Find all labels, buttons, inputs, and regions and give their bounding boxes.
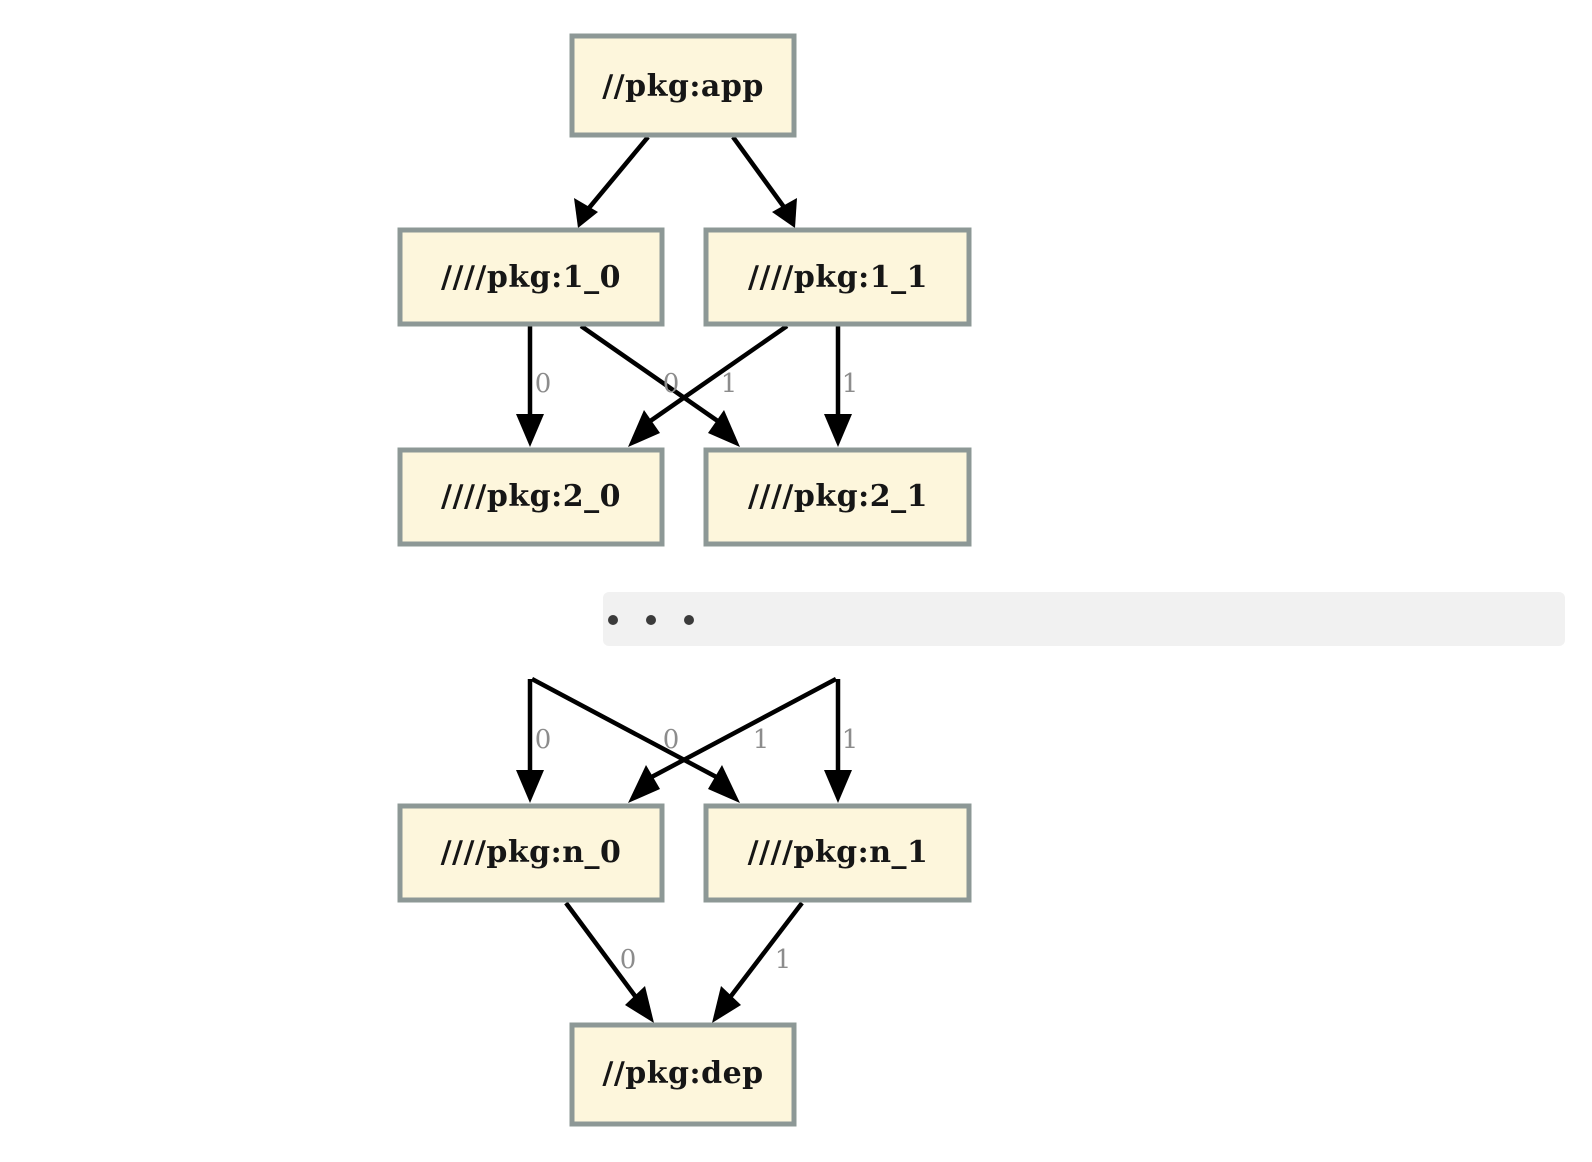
arrowhead-icon	[712, 986, 741, 1023]
edge-n_1-to-dep: 1	[712, 901, 804, 1023]
node-dep[interactable]: //pkg:dep	[569, 1022, 797, 1127]
ellipsis-separator	[603, 592, 1565, 646]
edge-1_0-to-2_1: 0	[579, 324, 740, 447]
edge-1_0-to-2_0: 0	[516, 326, 551, 447]
edge-label-0c: 0	[535, 725, 552, 755]
arrowhead-icon	[824, 414, 852, 447]
edge-line	[726, 901, 804, 1002]
node-pkg-n_0[interactable]: ////pkg:n_0	[397, 803, 665, 903]
arrowhead-icon	[772, 198, 797, 228]
node-label: ////pkg:1_0	[441, 260, 621, 295]
ellipsis-band	[603, 592, 1565, 646]
node-pkg-n_1[interactable]: ////pkg:n_1	[703, 803, 972, 903]
edge-label-1e: 1	[775, 945, 792, 975]
node-box[interactable]	[569, 1022, 797, 1127]
edge-1_1-to-2_0: 1	[628, 324, 789, 447]
node-box[interactable]	[397, 447, 665, 547]
node-box[interactable]	[397, 227, 665, 327]
arrowhead-icon	[708, 765, 740, 803]
edge-line	[582, 135, 650, 216]
edge-line	[579, 324, 724, 426]
edge-app-to-1_1	[731, 135, 797, 228]
edge-label-1c: 1	[753, 725, 770, 755]
node-label: ////pkg:2_0	[441, 479, 621, 514]
node-label: //pkg:dep	[602, 1056, 763, 1091]
node-label: ////pkg:n_0	[441, 835, 622, 870]
node-label: ////pkg:2_1	[748, 479, 928, 514]
arrowhead-icon	[824, 770, 852, 803]
node-pkg-2_1[interactable]: ////pkg:2_1	[703, 447, 972, 547]
edge-line	[564, 901, 640, 1002]
arrowhead-icon	[574, 198, 598, 228]
node-box[interactable]	[703, 803, 972, 903]
edge-line	[644, 324, 789, 426]
edge-label-1a: 1	[721, 369, 738, 399]
edge-label-0e: 0	[620, 945, 637, 975]
edge-hidden-to-n_1-straight: 1	[824, 679, 858, 803]
edge-line	[530, 677, 724, 782]
node-app[interactable]: //pkg:app	[569, 33, 797, 138]
edge-label-0a: 0	[535, 369, 552, 399]
edge-n_0-to-dep: 0	[564, 901, 654, 1023]
arrowhead-icon	[628, 765, 660, 803]
arrowhead-icon	[516, 414, 544, 447]
edge-label-0b: 0	[663, 369, 680, 399]
node-box[interactable]	[703, 227, 972, 327]
arrowhead-icon	[625, 986, 654, 1023]
ellipsis-dot-2	[646, 615, 656, 625]
node-box[interactable]	[397, 803, 665, 903]
edge-label-0d: 0	[663, 725, 680, 755]
edge-label-1d: 1	[842, 725, 859, 755]
node-box[interactable]	[569, 33, 797, 138]
node-label: //pkg:app	[602, 69, 764, 104]
node-pkg-1_0[interactable]: ////pkg:1_0	[397, 227, 665, 327]
edge-1_1-to-2_1: 1	[824, 326, 858, 447]
edge-app-to-1_0	[574, 135, 650, 228]
node-box[interactable]	[703, 447, 972, 547]
edge-line	[644, 677, 838, 782]
edge-hidden-to-n_1-cross: 0	[530, 677, 740, 803]
arrowhead-icon	[708, 410, 740, 447]
ellipsis-dot-3	[684, 615, 694, 625]
edge-label-1b: 1	[842, 369, 859, 399]
node-label: ////pkg:n_1	[748, 835, 929, 870]
node-pkg-2_0[interactable]: ////pkg:2_0	[397, 447, 665, 547]
node-label: ////pkg:1_1	[748, 260, 928, 295]
edge-line	[731, 135, 791, 216]
node-pkg-1_1[interactable]: ////pkg:1_1	[703, 227, 972, 327]
arrowhead-icon	[516, 770, 544, 803]
arrowhead-icon	[628, 410, 660, 447]
edge-hidden-to-n_0-cross: 1	[628, 677, 838, 803]
ellipsis-dot-1	[608, 615, 618, 625]
edge-hidden-to-n_0-straight: 0	[516, 679, 551, 803]
